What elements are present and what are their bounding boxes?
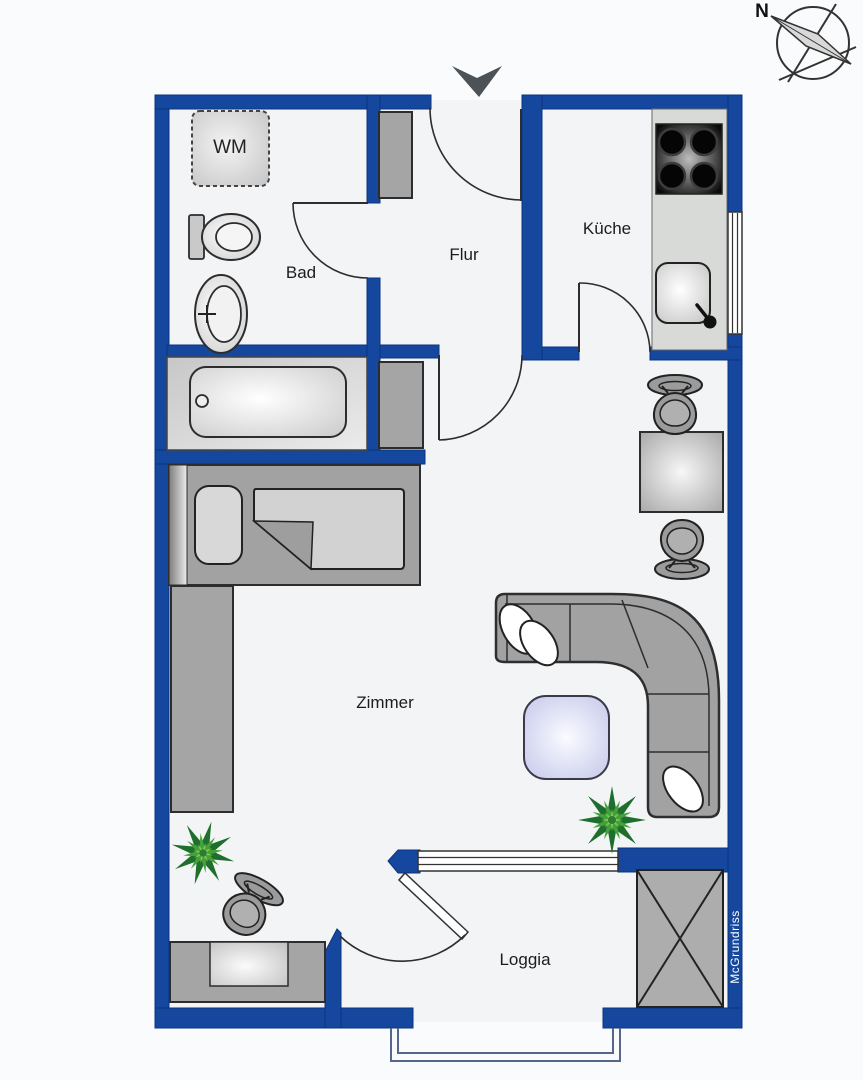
room-label-kueche: Küche [582,219,632,238]
wardrobe [170,585,234,813]
kitchen-sink [655,262,717,329]
kitchen-door [578,282,651,353]
sofa-pillow [662,765,704,813]
hall-closet-upper [378,111,413,199]
sofa-pillow [519,619,559,667]
wall-loggia-north [617,847,729,873]
room-label-zimmer: Zimmer [356,693,414,712]
wall-top-right [521,94,743,110]
plant [578,786,646,854]
wall-zimmer-north [154,449,426,465]
room-door [438,354,523,441]
toilet [188,213,261,261]
wall-mid-over-tub [166,344,368,359]
watermark-label: McGrundriss [728,910,742,984]
washing-machine-label: WM [213,137,247,158]
wall-right-upper [727,94,743,214]
desk [169,941,326,1003]
loggia-shaft-box [636,869,724,1008]
stove [655,123,723,195]
bed [168,464,421,586]
dining-chair-bottom [654,519,710,580]
kitchen-fixtures [651,108,728,351]
wall-bottom-left [154,1007,414,1029]
wall-left-outer [154,94,170,1029]
room-label-flur: Flur [449,245,479,264]
bathroom-door [292,202,369,279]
hall-closet-lower [378,361,424,449]
room-label-loggia: Loggia [499,950,551,969]
loggia-window [417,850,619,872]
balcony-door [339,871,470,962]
dining-chair-top [647,374,703,435]
entrance-arrow-icon [452,66,502,97]
bathroom-sink [194,274,248,354]
bathroom-fixtures [166,110,368,451]
entrance-door [429,107,522,201]
doors [292,107,651,962]
room-label-bad: Bad [285,263,317,282]
dining-table [639,431,724,513]
coffee-table [523,695,610,780]
compass-icon [770,3,857,83]
wall-loggia-stub [324,928,342,1029]
corner-sofa [494,592,721,819]
wall-kueche-door-left [541,346,580,361]
windows [417,211,743,872]
bathtub [166,356,368,451]
dining-set [639,374,724,580]
wall-flur-kueche [521,94,543,361]
compass-north-label: N [755,1,769,22]
loggia-railing [390,1028,621,1062]
washing-machine [191,110,270,187]
bed-headboard [168,464,188,586]
kitchen-window [727,211,743,335]
bed-pillow [194,485,243,565]
bed-blanket-fold [251,520,314,571]
wall-closet-top [379,344,440,359]
wall-top-left [154,94,432,110]
wall-bottom-right [602,1007,743,1029]
